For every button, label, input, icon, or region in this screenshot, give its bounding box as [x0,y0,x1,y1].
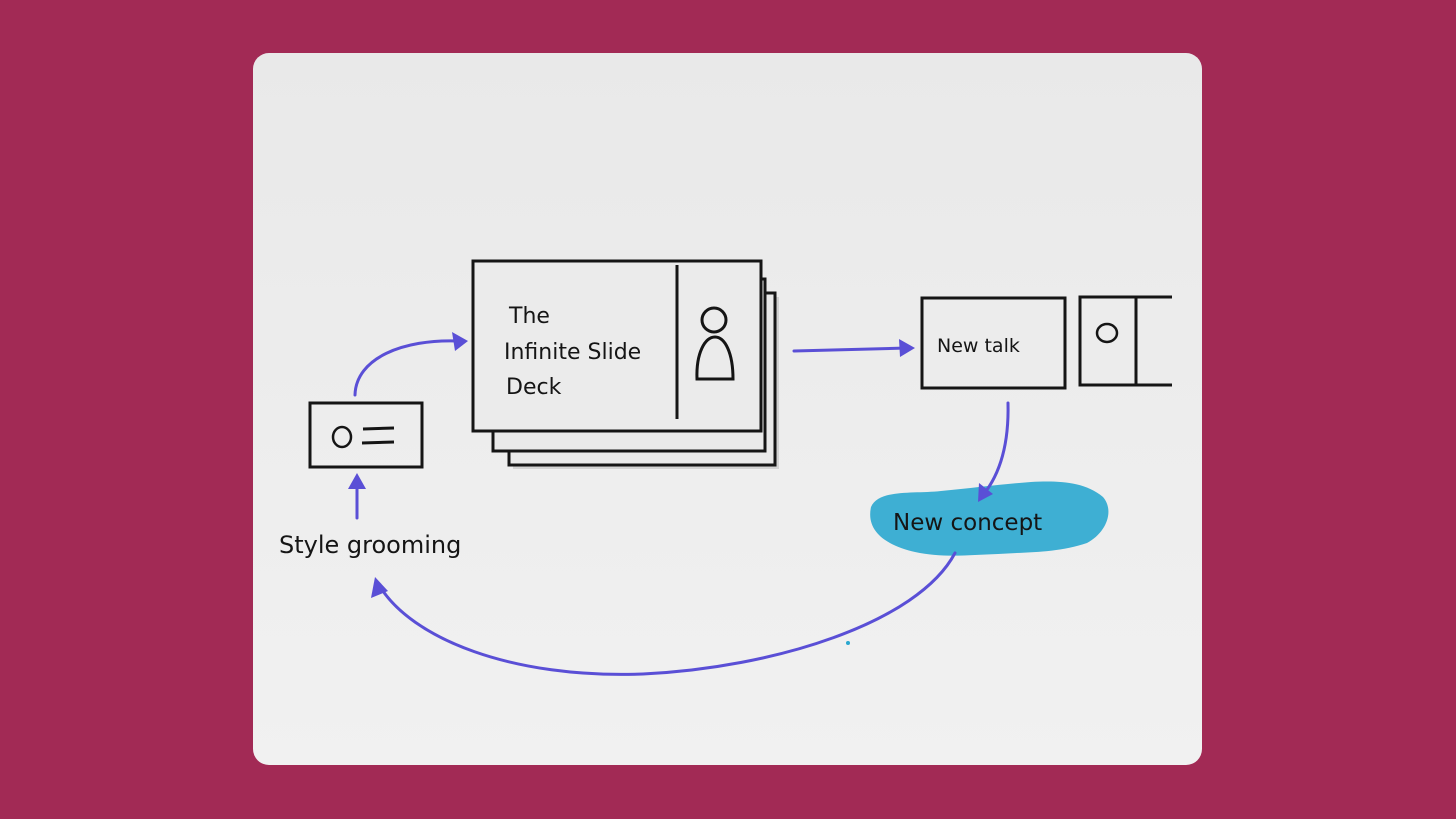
speaker-head-icon [700,306,728,334]
arrow-new-talk-to-concept [981,401,1010,497]
new-talk-frame [920,296,1067,390]
template-card-text-line [361,440,395,445]
arrowhead-concept-to-grooming [371,577,388,598]
arrowhead-deck-to-new-talk [899,339,915,357]
template-card-text-line [362,426,395,431]
arrow-card-to-deck [353,339,460,397]
speaker-body-icon [695,335,735,381]
new-talk-label: New talk [937,335,1020,357]
new-concept-label: New concept [893,510,1042,536]
new-talk-card: New talk [920,296,1067,390]
diagram-canvas: The Infinite Slide Deck New talk New con… [279,259,1172,676]
new-concept-node: New concept [870,481,1109,556]
slide-deck-front-card [471,259,763,433]
arrowhead-card-to-deck [452,332,468,351]
style-grooming-label: Style grooming [279,531,461,559]
next-slide-card [1078,295,1172,387]
next-slide-avatar-icon [1095,322,1119,344]
arrowhead-new-talk-to-concept [978,483,993,502]
template-card-avatar-icon [331,425,353,449]
next-slide-frame [1078,295,1172,387]
slide-deck-stack: The Infinite Slide Deck [471,259,779,469]
template-card-frame [308,401,424,469]
template-card [308,401,424,469]
paper-sheet: The Infinite Slide Deck New talk New con… [253,53,1202,765]
arrow-concept-to-grooming [377,551,957,676]
arrowhead-grooming-to-card [348,473,366,489]
arrow-deck-to-new-talk [792,346,909,353]
new-concept-highlight [870,481,1109,556]
slide-deck-title-line1: The [508,304,550,329]
slide-deck-title-line3: Deck [506,375,562,400]
slide-deck-title-line2: Infinite Slide [504,340,641,365]
ink-dot [846,641,850,645]
